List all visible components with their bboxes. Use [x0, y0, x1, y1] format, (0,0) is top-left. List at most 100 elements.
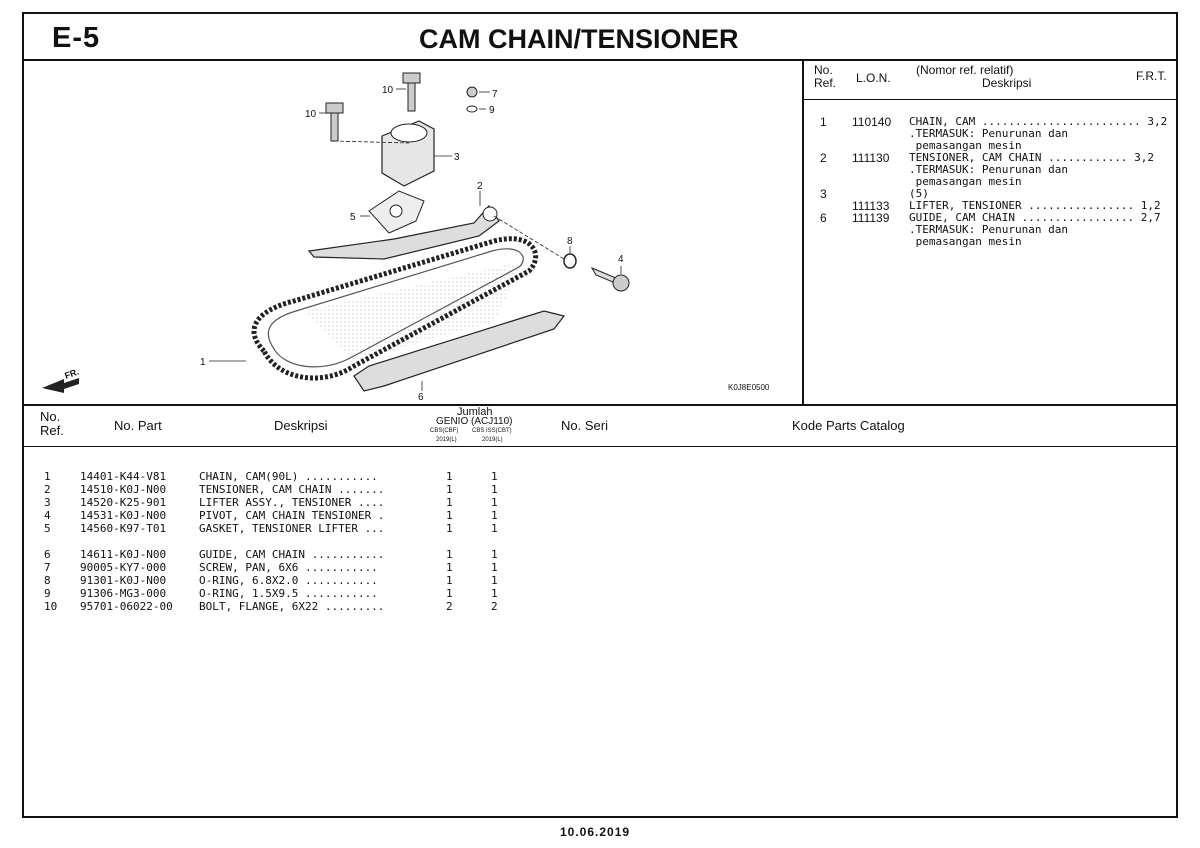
callout-4: 4 — [618, 254, 624, 265]
lon-row-desc: (5) — [909, 187, 929, 200]
row-description: LIFTER ASSY., TENSIONER .... — [199, 496, 385, 509]
lon-row-desc: pemasangan mesin — [909, 175, 1022, 188]
row-qty-cbs: 1 — [446, 522, 453, 535]
diagram-code: K0J8E0500 — [728, 383, 770, 392]
row-qty-cbs-iss: 1 — [491, 522, 498, 535]
row-ref: 1 — [44, 470, 51, 483]
front-arrow-icon — [42, 378, 79, 393]
row-qty-cbs: 1 — [446, 496, 453, 509]
row-ref: 2 — [44, 483, 51, 496]
lon-no-ref-header: No. Ref. — [814, 63, 837, 90]
lon-row-code: 111139 — [852, 211, 890, 225]
row-ref: 9 — [44, 587, 51, 600]
exploded-diagram: 10 10 7 9 3 2 5 8 4 1 6 FR. K0J8E0500 — [24, 61, 804, 404]
row-ref: 4 — [44, 509, 51, 522]
row-qty-cbs: 1 — [446, 509, 453, 522]
no-seri-header: No. Seri — [561, 418, 608, 433]
callout-7: 7 — [492, 89, 498, 100]
cam-chain-inner — [267, 248, 524, 368]
lon-row-desc: CHAIN, CAM ........................ 3,2 — [909, 115, 1168, 128]
row-ref: 3 — [44, 496, 51, 509]
lon-row-no: 1 — [820, 115, 827, 129]
page-header: E-5 CAM CHAIN/TENSIONER — [24, 14, 1176, 61]
pivot-head — [612, 274, 630, 292]
row-description: GUIDE, CAM CHAIN ........... — [199, 548, 385, 561]
row-qty-cbs-iss: 1 — [491, 483, 498, 496]
callout-10: 10 — [305, 109, 317, 120]
row-qty-cbs-iss: 1 — [491, 509, 498, 522]
callout-8: 8 — [567, 236, 573, 247]
callout-2: 2 — [477, 181, 483, 192]
nomor-header: (Nomor ref. relatif) — [916, 63, 1014, 77]
row-part-number: 14611-K0J-N00 — [80, 548, 167, 561]
row-qty-cbs: 2 — [446, 600, 453, 613]
row-qty-cbs-iss: 1 — [491, 574, 498, 587]
row-description: BOLT, FLANGE, 6X22 ......... — [199, 600, 385, 613]
lon-row-code: 110140 — [852, 115, 892, 129]
lon-row-no: 3 — [820, 187, 827, 201]
row-ref: 6 — [44, 548, 51, 561]
row-description: GASKET, TENSIONER LIFTER ... — [199, 522, 385, 535]
o-ring — [563, 253, 577, 269]
frt-header: F.R.T. — [1136, 69, 1167, 83]
bolt-left — [330, 110, 339, 142]
row-qty-cbs-iss: 2 — [491, 600, 498, 613]
row-part-number: 90005-KY7-000 — [80, 561, 167, 574]
col1-header: CBS(CBF) — [430, 428, 459, 434]
row-description: CHAIN, CAM(90L) ........... — [199, 470, 378, 483]
kode-header: Kode Parts Catalog — [792, 418, 905, 433]
no-ref-header: No. Ref. — [40, 409, 64, 438]
row-qty-cbs-iss: 1 — [491, 496, 498, 509]
parts-table: No. Ref. No. Part Deskripsi Jumlah GENIO… — [24, 404, 1176, 818]
callout-10: 10 — [382, 85, 394, 96]
row-ref: 8 — [44, 574, 51, 587]
footer-date: 10.06.2019 — [560, 825, 631, 839]
parts-table-header: No. Ref. No. Part Deskripsi Jumlah GENIO… — [24, 406, 1176, 447]
row-ref: 7 — [44, 561, 51, 574]
row-description: SCREW, PAN, 6X6 ........... — [199, 561, 378, 574]
lon-row-code: 111133 — [852, 199, 890, 213]
lon-row-desc: pemasangan mesin — [909, 139, 1022, 152]
lon-row-desc: pemasangan mesin — [909, 235, 1022, 248]
lon-table-header: No. Ref. L.O.N. (Nomor ref. relatif) Des… — [804, 61, 1178, 100]
lon-header: L.O.N. — [856, 71, 891, 85]
cam-chain — [251, 236, 539, 381]
model-header: GENIO (ACJ110) — [436, 416, 513, 427]
cam-chain-guide — [353, 310, 566, 392]
row-part-number: 95701-06022-00 — [80, 600, 173, 613]
bolt-upper — [407, 80, 416, 112]
row-description: PIVOT, CAM CHAIN TENSIONER . — [199, 509, 385, 522]
screw-pan — [466, 86, 478, 98]
lon-deskripsi-header: Deskripsi — [982, 76, 1032, 90]
lifter-top — [390, 123, 428, 143]
row-qty-cbs-iss: 1 — [491, 561, 498, 574]
lon-row-code: 111130 — [852, 151, 890, 165]
lon-row-no: 2 — [820, 151, 827, 165]
callout-6: 6 — [418, 392, 424, 403]
row-qty-cbs-iss: 1 — [491, 470, 498, 483]
row-qty-cbs-iss: 1 — [491, 587, 498, 600]
callout-3: 3 — [454, 152, 460, 163]
row-qty-cbs: 1 — [446, 561, 453, 574]
watermark-shape — [304, 261, 524, 361]
parts-illustration: 10 10 7 9 3 2 5 8 4 1 6 FR. — [42, 72, 630, 403]
row-part-number: 14531-K0J-N00 — [80, 509, 167, 522]
row-qty-cbs: 1 — [446, 483, 453, 496]
row-description: O-RING, 1.5X9.5 ........... — [199, 587, 378, 600]
lon-row-desc: LIFTER, TENSIONER ................ 1,2 — [909, 199, 1161, 212]
row-description: O-RING, 6.8X2.0 ........... — [199, 574, 378, 587]
lon-row-no: 6 — [820, 211, 827, 225]
row-part-number: 91301-K0J-N00 — [80, 574, 167, 587]
row-part-number: 14520-K25-901 — [80, 496, 167, 509]
row-qty-cbs: 1 — [446, 470, 453, 483]
leader-lines — [209, 88, 622, 391]
lon-table: No. Ref. L.O.N. (Nomor ref. relatif) Des… — [804, 61, 1178, 404]
row-part-number: 91306-MG3-000 — [80, 587, 167, 600]
callout-9: 9 — [489, 105, 495, 116]
section-code: E-5 — [52, 22, 101, 54]
bolt-upper-head — [402, 72, 421, 84]
lon-row-desc: .TERMASUK: Penurunan dan — [909, 223, 1068, 236]
gasket-hole — [389, 204, 403, 218]
lon-row-desc: .TERMASUK: Penurunan dan — [909, 127, 1068, 140]
deskripsi-header: Deskripsi — [274, 418, 328, 433]
